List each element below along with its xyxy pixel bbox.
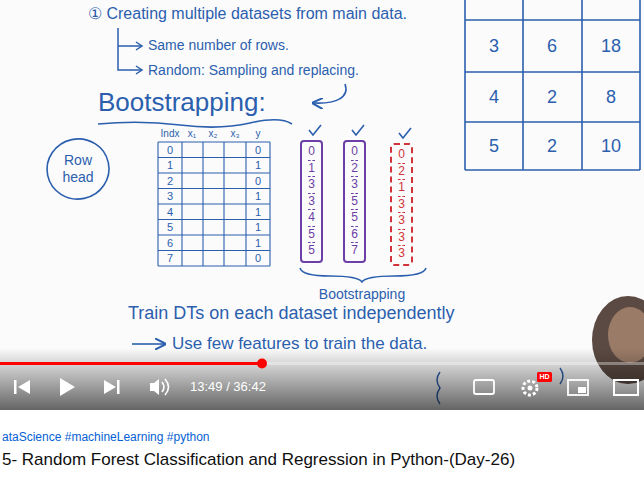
- handwritten-label: Bootstrapping:: [98, 88, 266, 118]
- grid-table: [465, 0, 640, 170]
- handwritten-label: ataScience #machineLearning #python: [2, 431, 209, 445]
- handwritten-label: Random: Sampling and replacing.: [148, 62, 359, 78]
- bubble-ellipse: [41, 133, 114, 205]
- row-index: 0: [351, 144, 358, 161]
- handwritten-label: 2: [547, 87, 557, 108]
- handwritten-label: 2: [547, 136, 557, 157]
- handwritten-label: ① Creating multiple datasets from main d…: [88, 5, 407, 23]
- hd-badge: [537, 372, 552, 382]
- handwritten-label: HD: [539, 373, 549, 381]
- row-index: 4: [308, 210, 315, 227]
- row-index: 3: [308, 177, 315, 194]
- handwritten-label: 13:49 / 36:42: [190, 380, 266, 395]
- row-index: 7: [351, 243, 358, 259]
- handwritten-label: 1: [167, 159, 173, 172]
- handwritten-label: 7: [167, 252, 173, 265]
- handwritten-label: Bootstrapping: [319, 286, 405, 302]
- handwritten-label: x₁: [188, 128, 196, 140]
- row-index: 1: [308, 161, 315, 178]
- row-index: 3: [398, 230, 405, 247]
- handwritten-label: x₂: [209, 128, 218, 140]
- handwritten-label: 0: [255, 252, 261, 265]
- handwritten-label: 5: [167, 221, 173, 234]
- row-index: 5: [351, 210, 358, 227]
- row-index: 5: [308, 243, 315, 259]
- progress-played: [0, 362, 262, 365]
- row-index: 3: [398, 246, 405, 262]
- curved-arrow: [314, 84, 346, 103]
- handwritten-label: 2: [167, 174, 173, 187]
- note-text: Row head: [57, 152, 99, 186]
- row-index: 2: [398, 164, 405, 181]
- handwritten-label: y: [256, 128, 261, 140]
- handwritten-label: Indx: [161, 128, 180, 140]
- handwritten-label: 0: [255, 143, 261, 156]
- player-shade: [0, 348, 644, 410]
- row-index: 1: [398, 180, 405, 197]
- handwritten-label: 5: [489, 136, 499, 157]
- handwritten-label: Same number of rows.: [148, 37, 289, 53]
- handwritten-label: 0: [167, 143, 173, 156]
- bullet-arrow: [132, 343, 164, 345]
- handwritten-label: Train DTs on each dataset independently: [128, 303, 455, 324]
- row-index: 0: [398, 147, 405, 164]
- handwritten-label: 1: [255, 205, 261, 218]
- handwritten-label: 0: [255, 174, 261, 187]
- bootstrap-sample: 0133455: [300, 140, 323, 263]
- video-title: 5- Random Forest Classification and Regr…: [2, 450, 515, 470]
- handwritten-label: 3: [167, 190, 173, 203]
- underline: [98, 120, 292, 127]
- whiteboard: [0, 0, 644, 410]
- bullet-arrowheads: [136, 42, 142, 74]
- handwritten-label: 1: [255, 190, 261, 203]
- row-index: 6: [351, 227, 358, 244]
- handwritten-label: 8: [606, 87, 616, 108]
- note-bubble: Row head: [46, 138, 110, 200]
- progress-track: [0, 362, 644, 365]
- data-table: [158, 142, 270, 266]
- handwritten-label: Use few features to train the data.: [172, 334, 427, 354]
- progress-knob: [257, 359, 267, 369]
- handwritten-label: 18: [601, 36, 621, 57]
- row-index: 3: [351, 177, 358, 194]
- row-index: 0: [308, 144, 315, 161]
- row-index: 5: [308, 227, 315, 244]
- bootstrap-sample: 0213333: [390, 143, 413, 266]
- handwritten-label: 1: [255, 236, 261, 249]
- row-index: 3: [308, 194, 315, 211]
- row-index: 3: [398, 213, 405, 230]
- handwritten-label: 6: [167, 236, 173, 249]
- handwritten-label: 1: [255, 159, 261, 172]
- handwritten-label: 3: [489, 36, 499, 57]
- handwritten-label: x₃: [230, 128, 239, 140]
- row-index: 3: [398, 197, 405, 214]
- handwritten-label: 1: [255, 221, 261, 234]
- row-index: 5: [351, 194, 358, 211]
- row-index: 2: [351, 161, 358, 178]
- handwritten-label: 6: [547, 36, 557, 57]
- handwritten-label: 4: [167, 205, 173, 218]
- brace: [300, 268, 426, 282]
- check-marks: [309, 125, 411, 138]
- bootstrap-sample: 0235567: [343, 140, 366, 263]
- handwritten-label: 4: [489, 87, 499, 108]
- handwritten-label: 10: [601, 136, 621, 157]
